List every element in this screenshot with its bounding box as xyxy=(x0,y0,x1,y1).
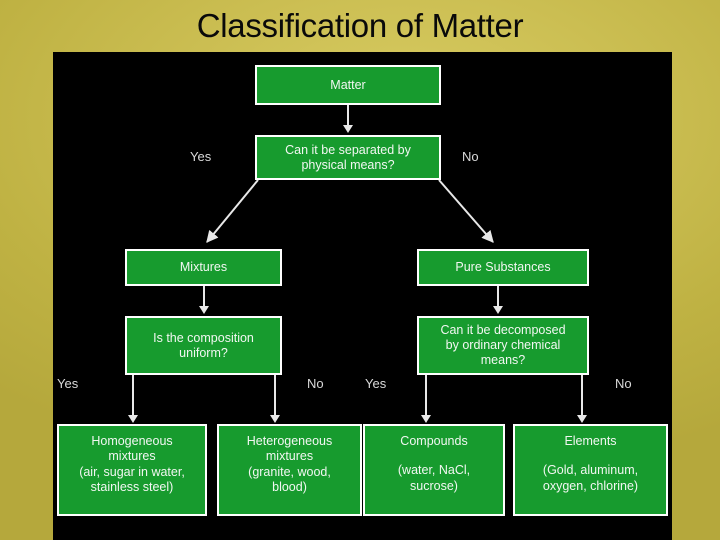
edge-decision2-to-heterogeneous xyxy=(274,375,276,417)
node-elements-line-1 xyxy=(519,449,662,463)
diagram-panel: Matter Can it be separated by physical m… xyxy=(53,52,672,540)
page-title: Classification of Matter xyxy=(196,7,524,44)
node-matter[interactable]: Matter xyxy=(255,65,441,105)
node-compounds-line-1 xyxy=(369,449,499,463)
node-pure-substances-line-0: Pure Substances xyxy=(455,260,551,275)
edge-decision3-to-compounds-arrowhead xyxy=(421,415,431,423)
edge-mixtures-to-decision2-arrowhead xyxy=(199,306,209,314)
edge-matter-to-decision1 xyxy=(347,105,349,127)
edge-label-decision3-yes: Yes xyxy=(365,376,387,391)
node-decision2-line-0: Is the composition xyxy=(153,330,254,345)
edge-label-decision3-no: No xyxy=(615,376,632,391)
node-elements-line-3: oxygen, chlorine) xyxy=(542,478,639,493)
node-decision-separated-by-physical-means[interactable]: Can it be separated by physical means? xyxy=(255,135,441,180)
node-homogeneous-line-0: Homogeneous xyxy=(91,434,173,448)
edge-decision2-to-homogeneous xyxy=(132,375,134,417)
edge-label-decision2-no: No xyxy=(307,376,324,391)
edge-label-decision2-yes: Yes xyxy=(57,376,79,391)
node-decision-composition-uniform[interactable]: Is the composition uniform? xyxy=(125,316,282,375)
edge-label-decision1-no: No xyxy=(462,149,479,164)
node-decision3-line-1: by ordinary chemical xyxy=(445,338,561,353)
node-compounds-line-3: sucrose) xyxy=(410,478,458,493)
edge-decision2-to-heterogeneous-arrowhead xyxy=(270,415,280,423)
node-decision3-line-0: Can it be decomposed xyxy=(440,323,566,338)
edge-label-decision1-yes: Yes xyxy=(190,149,212,164)
node-mixtures[interactable]: Mixtures xyxy=(125,249,282,286)
edge-decision3-to-elements-arrowhead xyxy=(577,415,587,423)
node-homogeneous-line-1: mixtures xyxy=(108,449,156,464)
edge-matter-to-decision1-arrowhead xyxy=(343,125,353,133)
node-decision-decomposed-chemical-means[interactable]: Can it be decomposed by ordinary chemica… xyxy=(417,316,589,375)
node-elements-line-2: (Gold, aluminum, xyxy=(542,463,639,478)
node-compounds[interactable]: Compounds (water, NaCl, sucrose) xyxy=(363,424,505,516)
node-heterogeneous-line-0: Heterogeneous xyxy=(246,434,333,448)
node-homogeneous-line-2: (air, sugar in water, xyxy=(79,464,185,479)
node-decision3-line-2: means? xyxy=(480,352,526,367)
node-compounds-line-2: (water, NaCl, xyxy=(397,463,471,478)
node-matter-line-0: Matter xyxy=(330,77,366,92)
node-heterogeneous-mixtures[interactable]: Heterogeneous mixtures (granite, wood, b… xyxy=(217,424,362,516)
node-pure-substances[interactable]: Pure Substances xyxy=(417,249,589,286)
node-decision1-line-0: Can it be separated by xyxy=(285,142,411,157)
node-heterogeneous-line-2: (granite, wood, xyxy=(248,464,331,479)
node-decision1-line-1: physical means? xyxy=(301,157,395,172)
edge-pure-to-decision3 xyxy=(497,286,499,308)
edge-decision3-to-elements xyxy=(581,375,583,417)
node-decision2-line-1: uniform? xyxy=(179,345,228,360)
edge-decision3-to-compounds xyxy=(425,375,427,417)
edge-mixtures-to-decision2 xyxy=(203,286,205,308)
node-elements[interactable]: Elements (Gold, aluminum, oxygen, chlori… xyxy=(513,424,668,516)
node-heterogeneous-line-3: blood) xyxy=(272,479,307,494)
node-homogeneous-mixtures[interactable]: Homogeneous mixtures (air, sugar in wate… xyxy=(57,424,207,516)
node-compounds-line-0: Compounds xyxy=(400,434,468,448)
edge-decision2-to-homogeneous-arrowhead xyxy=(128,415,138,423)
node-heterogeneous-line-1: mixtures xyxy=(265,449,314,464)
node-homogeneous-line-3: stainless steel) xyxy=(90,479,174,494)
node-mixtures-line-0: Mixtures xyxy=(179,260,228,275)
edge-pure-to-decision3-arrowhead xyxy=(493,306,503,314)
node-elements-line-0: Elements xyxy=(564,434,617,448)
